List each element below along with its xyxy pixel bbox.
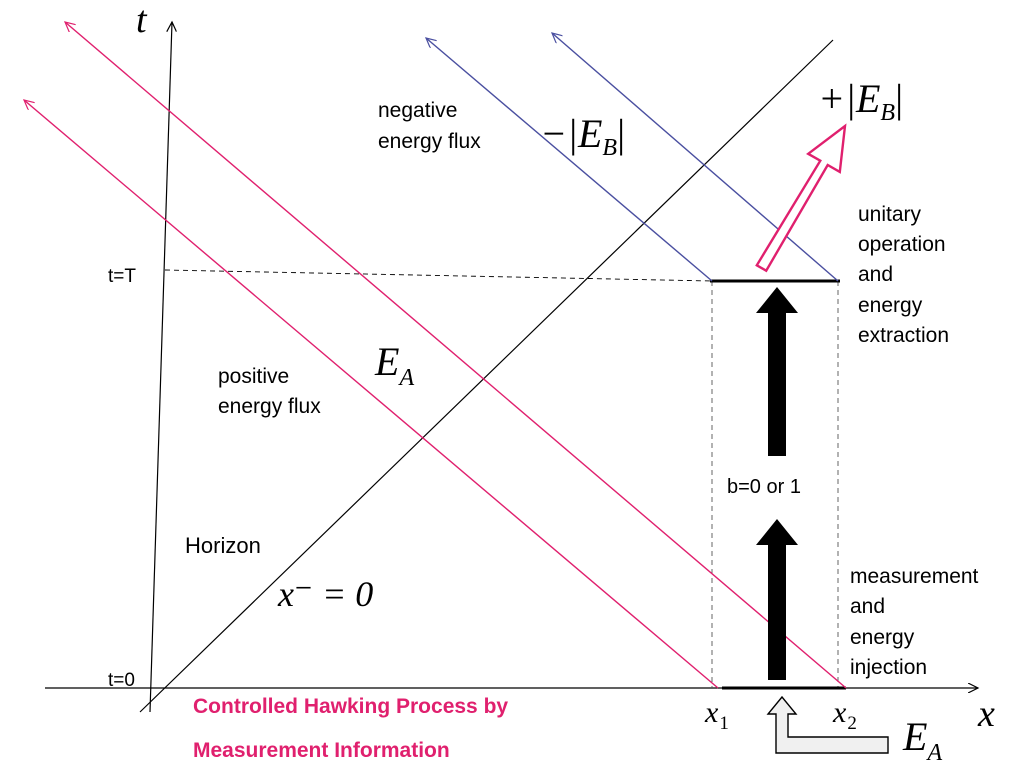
- unitary-operation-label: unitary operation and energy extraction: [858, 203, 949, 347]
- unitary-line: operation: [858, 233, 946, 256]
- t-axis: [149, 22, 172, 713]
- blue-flux-line-2: [552, 33, 839, 282]
- t-T-dashed-line: [164, 269, 713, 282]
- pink-flux-line-1: [24, 100, 719, 689]
- negative-flux-label-line2: energy flux: [378, 130, 481, 153]
- title-line2: Measurement Information: [193, 739, 450, 762]
- unitary-line: energy: [858, 294, 923, 317]
- pink-flux-line-2: [65, 22, 847, 689]
- measurement-line: injection: [850, 656, 927, 679]
- negative-flux-label-line1: negative: [378, 99, 457, 122]
- measurement-line: and: [850, 595, 885, 618]
- measurement-line: energy: [850, 626, 915, 649]
- plus-EB-label: +|EB|: [818, 76, 903, 126]
- x1-label: x1: [704, 696, 729, 734]
- unitary-line: extraction: [858, 324, 949, 347]
- measurement-line: measurement: [850, 565, 979, 588]
- measurement-label: measurement and energy injection: [850, 565, 979, 679]
- EA-label: EA: [374, 339, 414, 391]
- upper-block-arrow-icon: [756, 287, 798, 456]
- horizon-label: Horizon: [185, 533, 261, 558]
- positive-flux-label-line2: energy flux: [218, 395, 321, 418]
- minus-EB-label: −|EB|: [540, 111, 625, 161]
- title-line1: Controlled Hawking Process by: [193, 695, 508, 718]
- x2-label: x2: [832, 696, 857, 734]
- b-value-label: b=0 or 1: [727, 476, 801, 498]
- positive-flux-label-line1: positive: [218, 365, 289, 388]
- blue-flux-line-1: [426, 38, 713, 282]
- unitary-line: and: [858, 263, 893, 286]
- lower-block-arrow-icon: [756, 519, 798, 680]
- unitary-line: unitary: [858, 203, 922, 226]
- t-axis-label: t: [136, 0, 148, 41]
- pink-extraction-arrow-icon: [755, 123, 847, 273]
- t-T-label: t=T: [108, 266, 136, 287]
- EA-bottom-label: EA: [902, 714, 942, 766]
- bottom-injection-arrow-icon: [766, 695, 889, 754]
- horizon-line: [139, 39, 834, 713]
- x-axis-label: x: [977, 693, 995, 735]
- horizon-equation: x⁻ = 0: [277, 574, 373, 614]
- t-0-label: t=0: [108, 670, 135, 691]
